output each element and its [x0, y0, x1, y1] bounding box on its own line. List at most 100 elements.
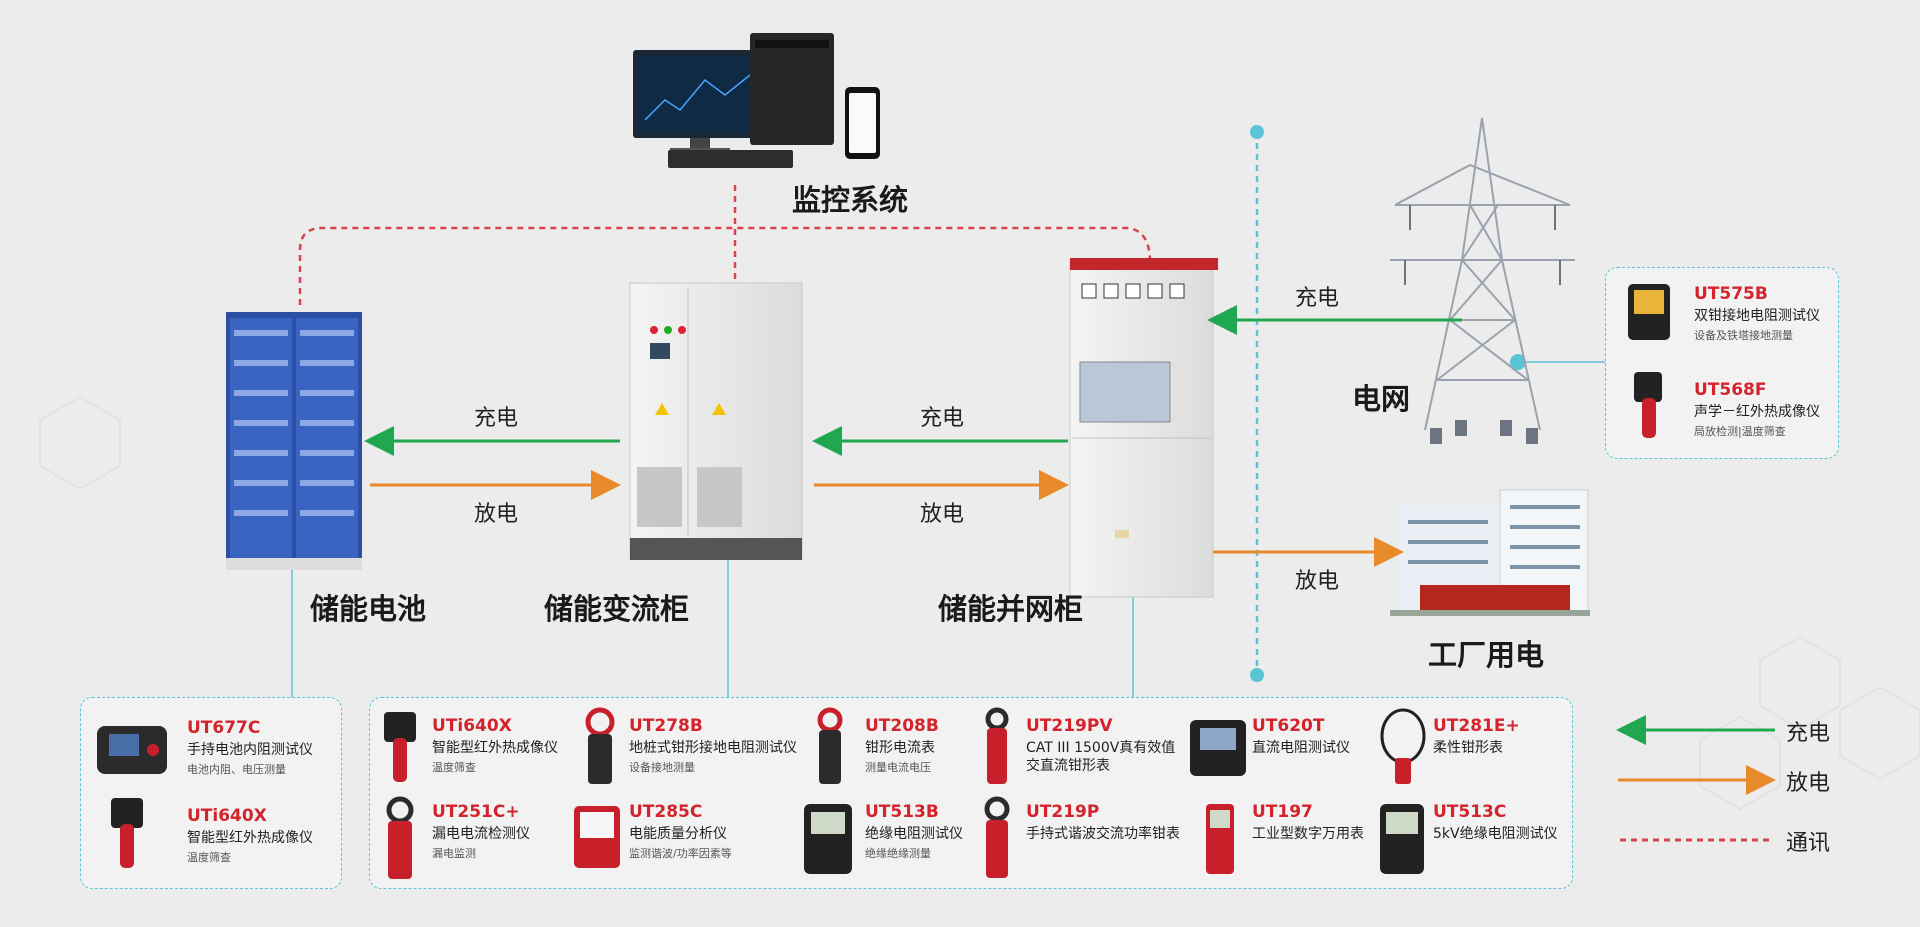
model-name: UT568F [1694, 380, 1767, 400]
clamp-meter-thumb [384, 796, 416, 882]
model-desc: 直流电阻测试仪 [1252, 740, 1350, 756]
thermal-camera-thumb [380, 708, 420, 786]
model-desc: 柔性钳形表 [1433, 740, 1503, 756]
product-ut278b: UT278B 地桩式钳形接地电阻测试仪 设备接地测量 [629, 716, 797, 775]
model-desc: 声学－红外热成像仪 [1694, 404, 1820, 420]
model-note: 电池内阻、电压测量 [187, 763, 286, 776]
connector-dots [284, 354, 1526, 556]
product-ut219p: UT219P 手持式谐波交流功率钳表 [1026, 802, 1180, 843]
product-ut219pv: UT219PV CAT III 1500V真有效值 交直流钳形表 [1026, 716, 1175, 775]
model-note: 设备及铁塔接地测量 [1694, 329, 1793, 342]
legend-lines [1616, 715, 1776, 842]
model-desc: 智能型红外热成像仪 [432, 740, 558, 756]
model-desc: CAT III 1500V真有效值 [1026, 740, 1176, 756]
thermal-camera-thumb [1628, 368, 1668, 442]
model-note: 温度筛查 [432, 761, 476, 774]
model-name: UT620T [1252, 716, 1325, 736]
product-uti640x: UTi640X 智能型红外热成像仪 温度筛查 [187, 806, 313, 865]
legend-discharge: 放电 [1786, 771, 1831, 796]
model-name: UT197 [1252, 802, 1313, 822]
comm-lines [298, 185, 1152, 305]
model-name: UTi640X [432, 716, 512, 736]
product-uti640x: UTi640X 智能型红外热成像仪 温度筛查 [432, 716, 558, 775]
insulation-tester-thumb [1378, 802, 1426, 876]
model-desc: 地桩式钳形接地电阻测试仪 [629, 740, 797, 756]
product-ut208b: UT208B 钳形电流表 测量电流电压 [865, 716, 939, 775]
grid-separator [1250, 125, 1264, 682]
battery-tester-thumb [95, 724, 169, 776]
model-name: UT278B [629, 716, 703, 736]
model-name: UT251C+ [432, 802, 520, 822]
product-ut251c-plus: UT251C+ 漏电电流检测仪 漏电监测 [432, 802, 530, 861]
transmission-tower-graphic [1390, 117, 1575, 444]
model-desc: 双钳接地电阻测试仪 [1694, 308, 1820, 324]
model-note: 绝缘绝缘测量 [865, 847, 931, 860]
model-name: UT219P [1026, 802, 1100, 822]
model-desc: 绝缘电阻测试仪 [865, 826, 963, 842]
model-note: 监测谐波/功率因素等 [629, 847, 732, 860]
model-note: 设备接地测量 [629, 761, 695, 774]
factory-graphic [1390, 489, 1590, 616]
clamp-meter-thumb [582, 706, 618, 788]
product-ut513b: UT513B 绝缘电阻测试仪 绝缘绝缘测量 [865, 802, 963, 861]
model-desc: 5kV绝缘电阻测试仪 [1433, 826, 1558, 842]
pcs-cabinet-graphic [629, 282, 803, 560]
legend-charge: 充电 [1786, 721, 1831, 746]
power-analyzer-thumb [572, 804, 622, 870]
grid-cabinet-graphic [1069, 258, 1218, 598]
model-note: 测量电流电压 [865, 761, 931, 774]
insulation-tester-thumb [802, 802, 854, 876]
model-name: UT285C [629, 802, 703, 822]
legend-comm: 通讯 [1786, 831, 1831, 856]
model-name: UT219PV [1026, 716, 1113, 736]
product-ut568f: UT568F 声学－红外热成像仪 局放检测|温度筛查 [1694, 380, 1820, 439]
grid-cabinet-label: 储能并网柜 [938, 592, 1084, 626]
model-name: UT208B [865, 716, 939, 736]
model-name: UT513B [865, 802, 939, 822]
model-desc: 电能质量分析仪 [629, 826, 727, 842]
charge-label-1: 充电 [474, 406, 519, 431]
resistance-tester-thumb [1188, 710, 1248, 780]
clamp-meter-thumb [982, 706, 1012, 788]
model-name: UT677C [187, 718, 261, 738]
main-instruments-panel: UTi640X 智能型红外热成像仪 温度筛查 UT278B 地桩式钳形接地电阻测… [369, 697, 1573, 889]
battery-rack-graphic [226, 312, 362, 570]
grid-label: 电网 [1352, 382, 1411, 416]
model-desc: 钳形电流表 [865, 740, 935, 756]
decorative-hexagons [39, 396, 1920, 810]
model-desc: 漏电电流检测仪 [432, 826, 530, 842]
flow-arrows [364, 305, 1462, 567]
model-desc: 手持式谐波交流功率钳表 [1026, 826, 1180, 842]
model-name: UTi640X [187, 806, 267, 826]
model-desc: 智能型红外热成像仪 [187, 830, 313, 846]
product-ut677c: UT677C 手持电池内阻测试仪 电池内阻、电压测量 [187, 718, 313, 777]
product-ut285c: UT285C 电能质量分析仪 监测谐波/功率因素等 [629, 802, 732, 861]
model-desc: 工业型数字万用表 [1252, 826, 1364, 842]
pcs-label: 储能变流柜 [544, 592, 690, 626]
thermal-camera-thumb [107, 794, 147, 872]
monitor-system-graphic [633, 33, 880, 168]
model-desc: 手持电池内阻测试仪 [187, 742, 313, 758]
product-ut197: UT197 工业型数字万用表 [1252, 802, 1364, 843]
clamp-ground-tester-thumb [1626, 278, 1672, 344]
model-note: 温度筛查 [187, 851, 231, 864]
product-ut281e-plus: UT281E+ 柔性钳形表 [1433, 716, 1520, 757]
clamp-meter-thumb [814, 706, 846, 788]
battery-label: 储能电池 [310, 592, 427, 626]
discharge-label-1: 放电 [474, 502, 519, 527]
factory-label: 工厂用电 [1428, 638, 1545, 672]
model-name: UT281E+ [1433, 716, 1520, 736]
clamp-meter-thumb [982, 796, 1012, 882]
monitor-system-label: 监控系统 [792, 183, 909, 217]
discharge-label-3: 放电 [1295, 569, 1340, 594]
model-note: 漏电监测 [432, 847, 476, 860]
model-note: 局放检测|温度筛查 [1694, 425, 1786, 438]
product-ut575b: UT575B 双钳接地电阻测试仪 设备及铁塔接地测量 [1694, 284, 1820, 343]
discharge-label-2: 放电 [920, 502, 965, 527]
product-ut620t: UT620T 直流电阻测试仪 [1252, 716, 1350, 757]
charge-label-3: 充电 [1295, 286, 1340, 311]
grid-instruments-panel: UT575B 双钳接地电阻测试仪 设备及铁塔接地测量 UT568F 声学－红外热… [1605, 267, 1839, 459]
charge-label-2: 充电 [920, 406, 965, 431]
battery-instruments-panel: UT677C 手持电池内阻测试仪 电池内阻、电压测量 UTi640X 智能型红外… [80, 697, 342, 889]
